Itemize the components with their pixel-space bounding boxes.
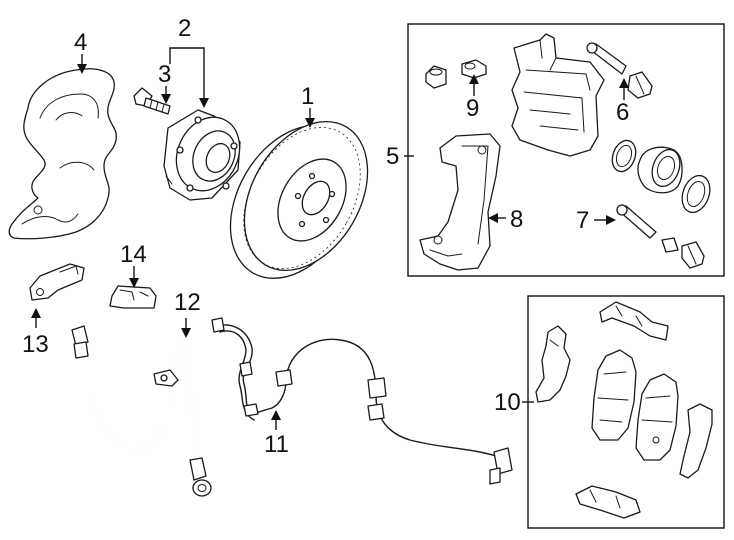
callout-14: 14 [120, 241, 147, 268]
leader-8 [488, 213, 506, 223]
callout-5: 5 [386, 143, 399, 170]
callout-9: 9 [466, 95, 479, 122]
pad-group-box [527, 295, 725, 529]
callout-7: 7 [576, 207, 589, 234]
leader-13 [31, 308, 41, 328]
piston-part [637, 146, 683, 194]
hub-bolt-part [133, 87, 171, 115]
guide-pin-part [616, 204, 705, 269]
leader-7 [594, 215, 616, 225]
leader-6 [619, 78, 629, 100]
leader-1 [305, 108, 315, 128]
caliper-part [511, 33, 605, 157]
callout-10: 10 [494, 389, 521, 416]
callout-2: 2 [178, 15, 191, 42]
leader-12 [181, 318, 191, 338]
pad-clip-bottom-part [575, 485, 641, 519]
callout-11: 11 [264, 431, 289, 458]
leader-2 [169, 47, 209, 108]
clip-part [109, 285, 157, 309]
dust-boot-part [681, 174, 711, 214]
callout-1: 1 [301, 83, 314, 110]
callout-3: 3 [158, 61, 171, 88]
piston-seal-part [611, 139, 637, 173]
leader-14 [129, 266, 139, 288]
caliper-bracket-part [419, 133, 501, 271]
pad-shim-part [535, 325, 571, 403]
leader-4 [77, 54, 87, 74]
callout-12: 12 [174, 289, 201, 316]
slide-pin-part [586, 42, 653, 99]
brake-pad-outer-part [635, 373, 679, 461]
caliper-group-box [407, 23, 725, 277]
caliper-bolt-part [425, 59, 487, 89]
leader-11 [271, 410, 281, 430]
abs-sensor-part [211, 317, 513, 485]
leader-9 [469, 74, 479, 96]
pad-shim-outer-part [679, 403, 713, 479]
leader-3 [161, 86, 171, 104]
callout-4: 4 [74, 29, 87, 56]
callout-6: 6 [616, 99, 629, 126]
hub-bearing-part [163, 109, 241, 201]
brake-rotor-part [229, 120, 369, 279]
brake-pad-inner-part [591, 349, 637, 441]
bracket-part [29, 263, 85, 301]
brake-hose-part [71, 325, 212, 497]
splash-shield-part [8, 68, 117, 240]
callout-13: 13 [22, 331, 49, 358]
pad-clip-top-part [599, 301, 669, 341]
callout-8: 8 [510, 206, 523, 233]
